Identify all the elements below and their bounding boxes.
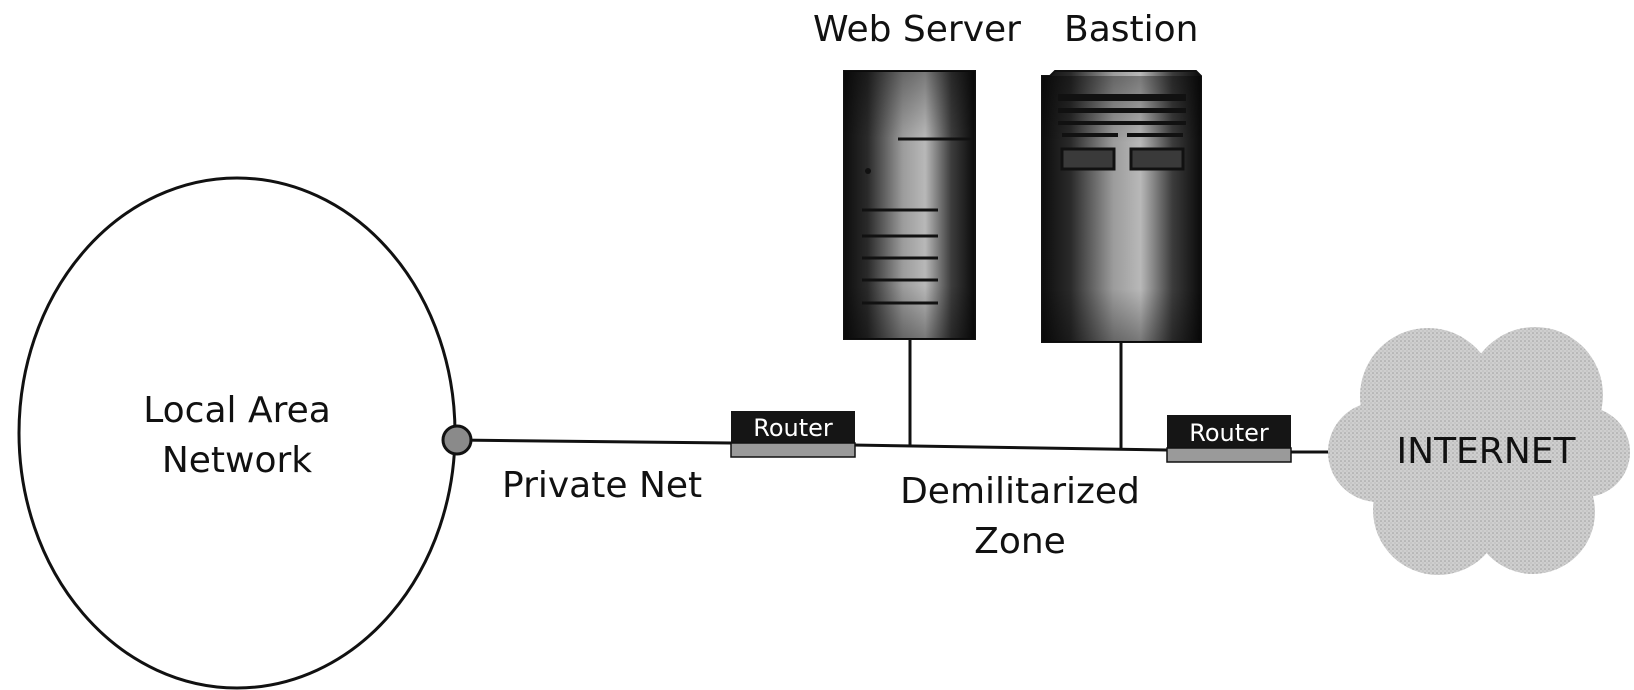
bastion-label: Bastion bbox=[1064, 9, 1199, 50]
router-right-label: Router bbox=[1189, 419, 1269, 447]
lan-label-line2: Network bbox=[161, 440, 313, 481]
private-net-label: Private Net bbox=[502, 465, 703, 506]
lan-label-line1: Local Area bbox=[143, 390, 331, 431]
internet-cloud bbox=[1328, 327, 1630, 575]
web-server-tower bbox=[843, 70, 976, 340]
dmz-line bbox=[851, 443, 1168, 452]
lan-ellipse bbox=[17, 176, 457, 690]
router-left bbox=[730, 411, 856, 458]
web-server-label: Web Server bbox=[813, 9, 1021, 50]
router-left-label: Router bbox=[753, 414, 833, 442]
dmz-label-line1: Demilitarized bbox=[900, 471, 1140, 512]
router-right bbox=[1166, 415, 1292, 463]
lan-connector-node bbox=[441, 424, 473, 456]
private-net-line bbox=[455, 438, 732, 445]
internet-label: INTERNET bbox=[1396, 431, 1576, 472]
bastion-tower bbox=[1041, 70, 1202, 343]
dmz-label-line2: Zone bbox=[974, 521, 1066, 562]
